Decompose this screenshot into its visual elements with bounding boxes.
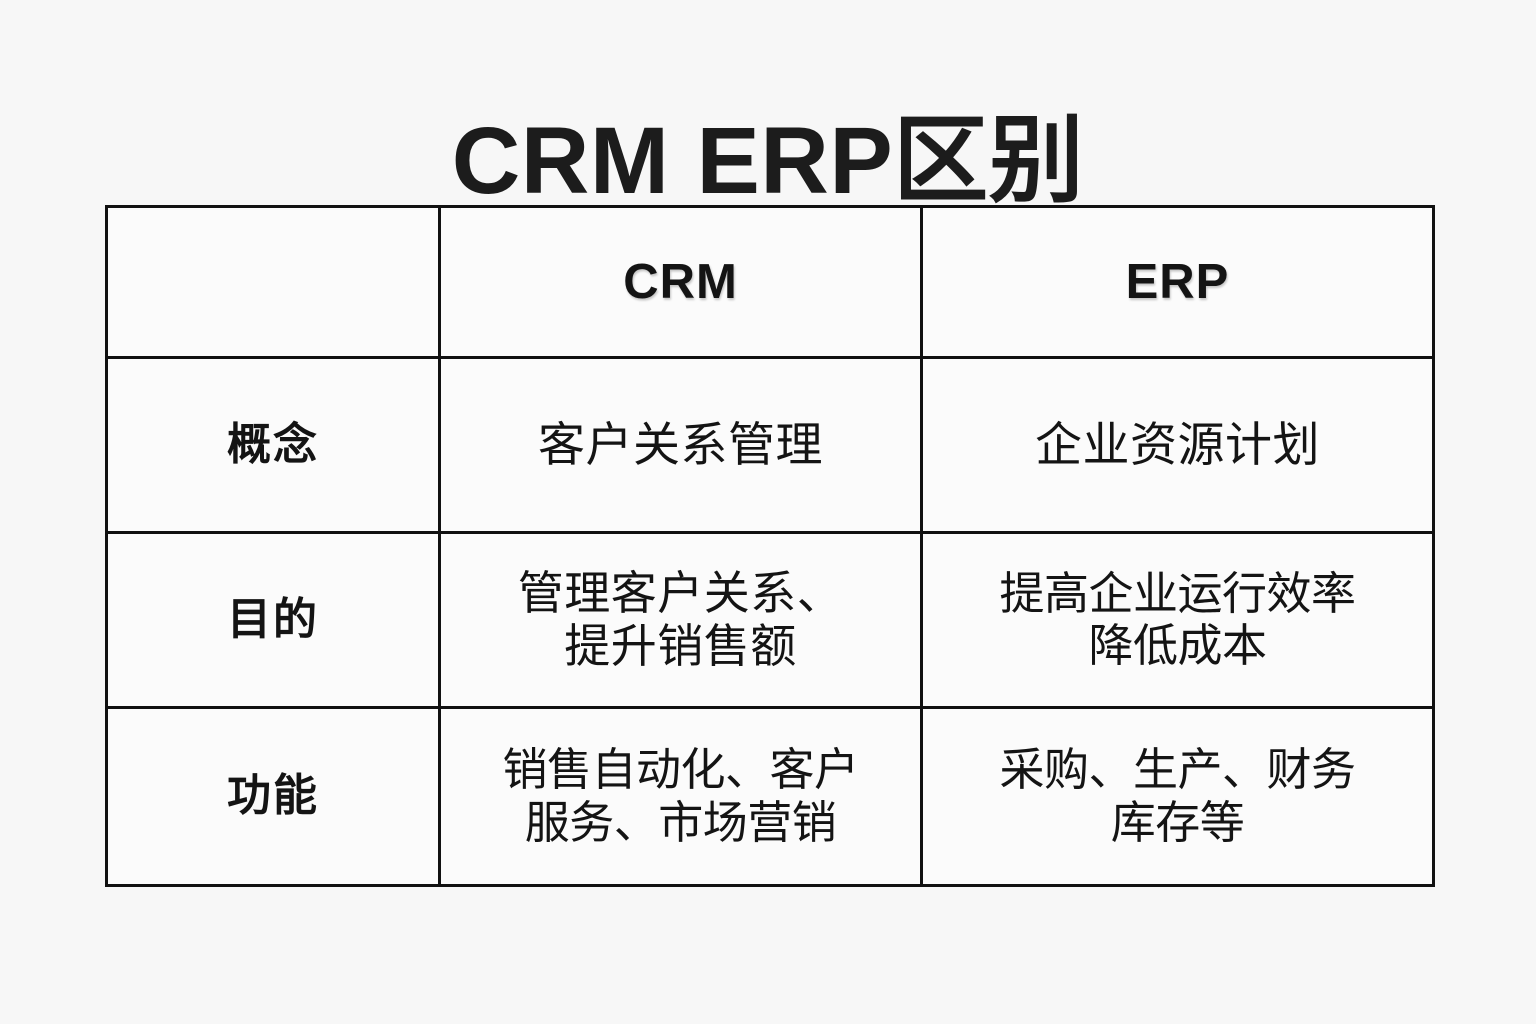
table-corner-cell <box>105 205 441 359</box>
cell-line: 管理客户关系、 <box>517 566 844 619</box>
cell-line: 服务、市场营销 <box>524 796 837 848</box>
page-title: CRM ERP区别 <box>451 107 1085 214</box>
cell-line: 库存等 <box>1110 796 1245 848</box>
column-header-crm: CRM <box>438 205 923 359</box>
table-row: 功能 销售自动化、客户 服务、市场营销 采购、生产、财务 库存等 <box>105 706 1435 887</box>
row-label-function: 功能 <box>105 706 441 887</box>
cell-line: 采购、生产、财务 <box>999 744 1356 796</box>
cell-line: 提高企业运行效率 <box>999 567 1356 619</box>
row-label-concept: 概念 <box>105 356 441 534</box>
table-row: 概念 客户关系管理 企业资源计划 <box>105 356 1435 534</box>
cell-purpose-crm: 管理客户关系、 提升销售额 <box>438 531 923 709</box>
cell-line: 客户关系管理 <box>538 417 823 471</box>
cell-concept-crm: 客户关系管理 <box>438 356 923 534</box>
row-label-purpose: 目的 <box>105 531 441 709</box>
cell-line: 降低成本 <box>1088 620 1267 671</box>
cell-line: 提升销售额 <box>564 620 797 672</box>
cell-function-erp: 采购、生产、财务 库存等 <box>920 706 1435 887</box>
cell-function-crm: 销售自动化、客户 服务、市场营销 <box>438 706 923 887</box>
table-body: 概念 客户关系管理 企业资源计划 目的 管理客户关系、 提 <box>105 356 1435 887</box>
cell-purpose-erp: 提高企业运行效率 降低成本 <box>920 531 1435 709</box>
column-header-erp: ERP <box>920 205 1435 359</box>
table-header-row: CRM ERP <box>105 205 1435 359</box>
table-header: CRM ERP <box>105 205 1435 359</box>
cell-concept-erp: 企业资源计划 <box>920 356 1435 534</box>
comparison-table-container: CRM ERP 概念 客户关系管理 企业资源计划 目的 <box>105 205 1435 887</box>
crm-erp-comparison-table: CRM ERP 概念 客户关系管理 企业资源计划 目的 <box>105 205 1435 887</box>
table-row: 目的 管理客户关系、 提升销售额 提高企业运行效率 降低成本 <box>105 531 1435 709</box>
cell-line: 企业资源计划 <box>1035 417 1320 471</box>
cell-line: 销售自动化、客户 <box>502 744 859 796</box>
